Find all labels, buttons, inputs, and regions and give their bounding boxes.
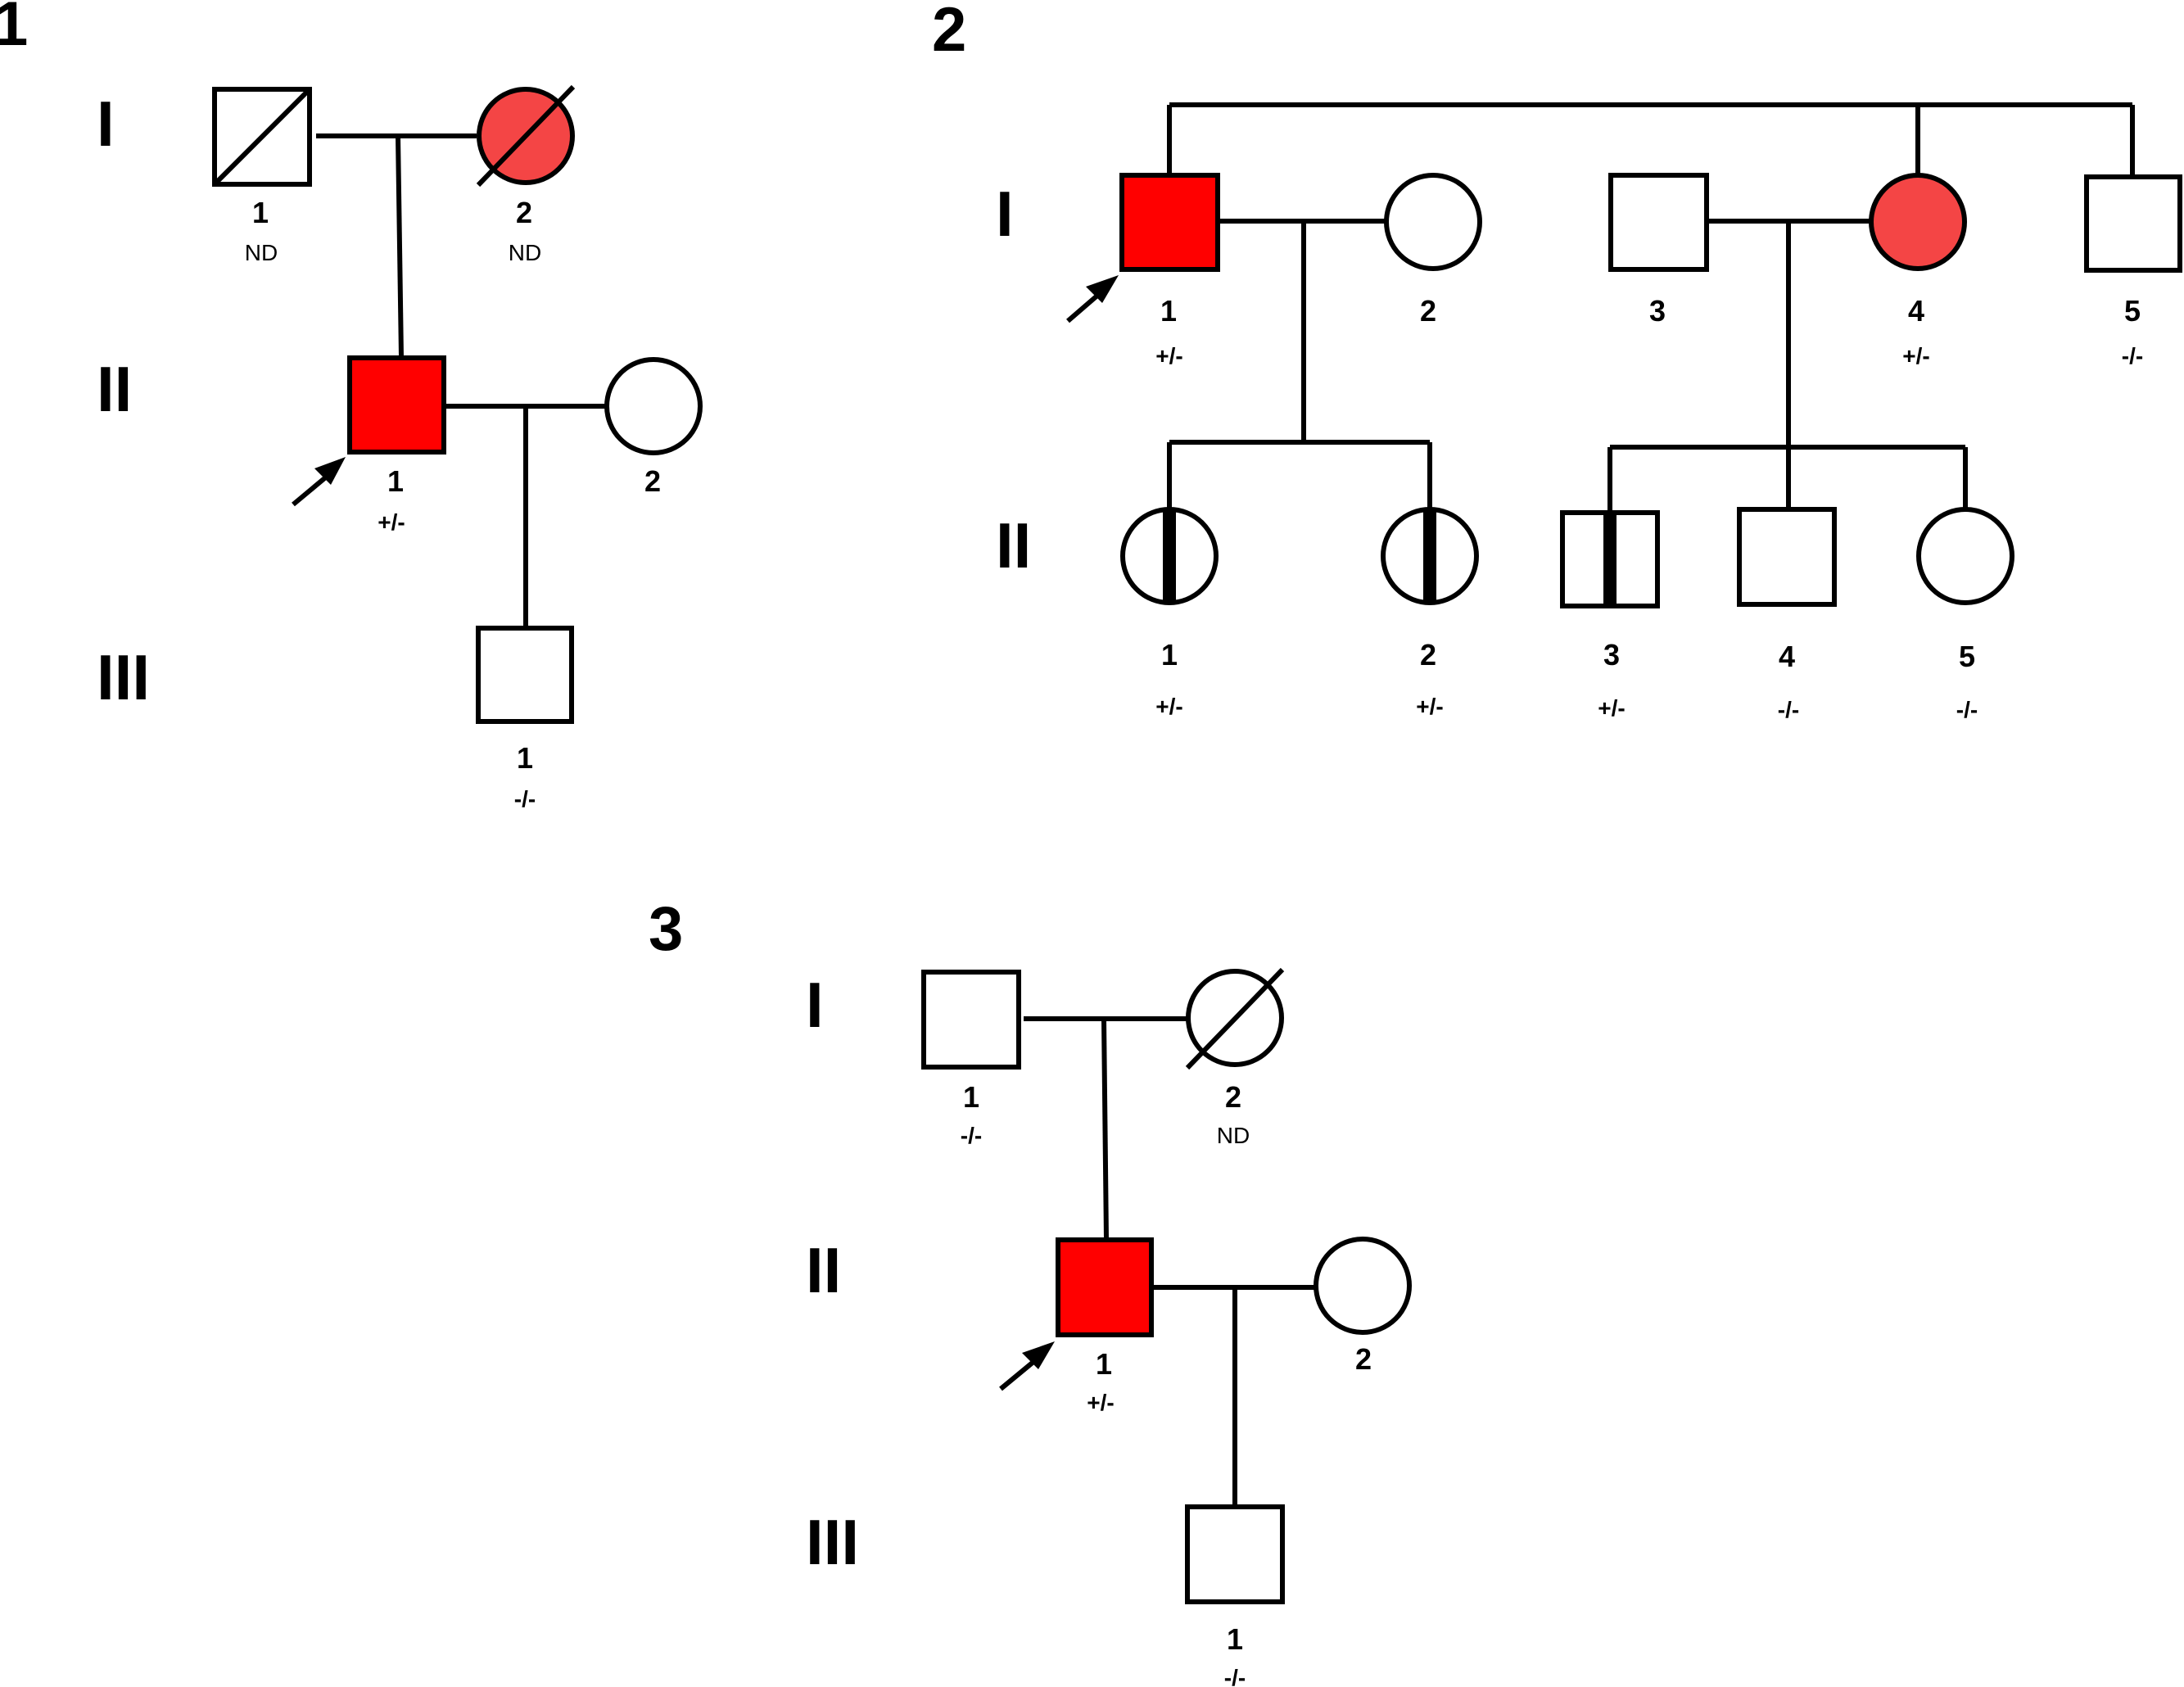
generation-label: II xyxy=(806,1234,841,1306)
individual-number: 2 xyxy=(516,196,532,229)
genotype-label: ND xyxy=(1217,1123,1250,1148)
individual-II-3: 3 +/- xyxy=(1560,510,1660,721)
deceased-slash xyxy=(1185,967,1285,1070)
family-1: 1 I II III 1 ND 2 ND 1 xyxy=(0,0,703,812)
genotype-label: +/- xyxy=(1902,343,1929,369)
individual-II-4: 4 -/- xyxy=(1737,507,1837,722)
genotype-label: +/- xyxy=(1598,695,1625,721)
proband-arrow-icon xyxy=(1022,1341,1055,1369)
generation-label: II xyxy=(97,353,132,425)
individual-II-2: 2 +/- xyxy=(1381,507,1479,719)
individual-number: 4 xyxy=(1779,640,1795,673)
male-symbol xyxy=(1185,1504,1285,1604)
generation-label: II xyxy=(996,509,1031,581)
genotype-label: +/- xyxy=(1087,1390,1114,1415)
male-symbol xyxy=(347,355,446,455)
deceased-slash xyxy=(476,84,576,188)
individual-II-2: 2 xyxy=(1314,1237,1412,1376)
family-label: 1 xyxy=(0,0,28,59)
individual-number: 5 xyxy=(1959,640,1975,673)
individual-number: 3 xyxy=(1603,638,1620,672)
deceased-slash xyxy=(212,87,312,187)
individual-III-1: 1 -/- xyxy=(1185,1504,1285,1687)
individual-II-5: 5 -/- xyxy=(1916,507,2014,722)
male-symbol xyxy=(1737,507,1837,607)
carrier-stripe xyxy=(1603,513,1617,606)
generation-label: I xyxy=(97,88,115,160)
genotype-label: +/- xyxy=(378,509,405,535)
individual-number: 1 xyxy=(1096,1347,1112,1381)
male-symbol xyxy=(921,970,1021,1070)
individual-number: 1 xyxy=(1227,1622,1243,1656)
individual-I-5: 5 -/- xyxy=(2084,174,2182,369)
male-symbol xyxy=(1056,1237,1154,1337)
descent-line xyxy=(1101,1018,1109,1241)
individual-I-4: 4 +/- xyxy=(1869,173,1967,369)
genotype-label: -/- xyxy=(1224,1665,1246,1687)
genotype-label: +/- xyxy=(1155,343,1182,369)
pedigree-lines xyxy=(1167,102,2135,511)
individual-I-1: 1 -/- xyxy=(921,970,1021,1148)
individual-I-2: 2 ND xyxy=(476,84,576,265)
male-symbol xyxy=(1608,173,1709,272)
proband-arrow-icon xyxy=(314,457,346,485)
individual-III-1: 1 -/- xyxy=(476,626,574,812)
individual-number: 5 xyxy=(2124,294,2141,328)
individual-I-2: 2 xyxy=(1384,173,1482,328)
individual-I-3: 3 xyxy=(1608,173,1709,328)
generation-label: III xyxy=(97,641,150,713)
generation-label: III xyxy=(806,1506,859,1578)
genotype-label: -/- xyxy=(1956,697,1978,722)
female-symbol xyxy=(604,357,703,455)
individual-number: 2 xyxy=(1355,1342,1372,1376)
individual-number: 1 xyxy=(252,196,269,229)
individual-number: 2 xyxy=(644,464,661,498)
individual-number: 4 xyxy=(1908,294,1924,328)
individual-number: 1 xyxy=(1160,294,1177,328)
genotype-label: -/- xyxy=(514,786,536,812)
descent-line xyxy=(396,135,404,358)
male-symbol xyxy=(1119,173,1220,272)
individual-II-2: 2 xyxy=(604,357,703,498)
carrier-stripe xyxy=(1423,509,1436,603)
individual-number: 3 xyxy=(1649,294,1666,328)
individual-number: 2 xyxy=(1420,294,1436,328)
female-symbol xyxy=(1916,507,2014,605)
generation-label: I xyxy=(806,969,824,1041)
individual-number: 2 xyxy=(1420,638,1436,672)
male-symbol xyxy=(2084,174,2182,273)
genotype-label: +/- xyxy=(1416,694,1443,719)
individual-I-2: 2 ND xyxy=(1185,967,1285,1148)
individual-number: 1 xyxy=(963,1080,979,1114)
individual-number: 1 xyxy=(1161,638,1178,672)
male-symbol xyxy=(476,626,574,724)
individual-number: 2 xyxy=(1225,1080,1241,1114)
individual-II-1: 1 +/- xyxy=(1120,507,1219,719)
carrier-stripe xyxy=(1163,509,1176,603)
individual-number: 1 xyxy=(387,464,404,498)
proband-arrow-icon xyxy=(1086,275,1119,303)
genotype-label: -/- xyxy=(2122,343,2143,369)
family-label: 2 xyxy=(932,0,966,65)
pedigree-lines xyxy=(1024,1016,1315,1507)
genotype-label: ND xyxy=(509,240,541,265)
genotype-label: -/- xyxy=(961,1123,982,1148)
female-symbol xyxy=(1314,1237,1412,1335)
pedigree-lines xyxy=(316,133,606,628)
family-2: 2 I II 1 +/ xyxy=(932,0,2182,722)
female-symbol xyxy=(1869,173,1967,271)
genotype-label: ND xyxy=(245,240,278,265)
family-3: 3 I II III 1 -/- 2 ND 1 +/- xyxy=(649,894,1412,1687)
individual-II-1: 1 +/- xyxy=(292,355,446,535)
family-label: 3 xyxy=(649,894,683,964)
individual-I-1: 1 ND xyxy=(212,87,312,265)
genotype-label: +/- xyxy=(1155,694,1182,719)
female-symbol xyxy=(1384,173,1482,271)
individual-II-1: 1 +/- xyxy=(999,1237,1154,1415)
individual-number: 1 xyxy=(517,741,533,775)
individual-I-1: 1 +/- xyxy=(1066,173,1220,369)
genotype-label: -/- xyxy=(1778,697,1799,722)
generation-label: I xyxy=(996,178,1014,250)
